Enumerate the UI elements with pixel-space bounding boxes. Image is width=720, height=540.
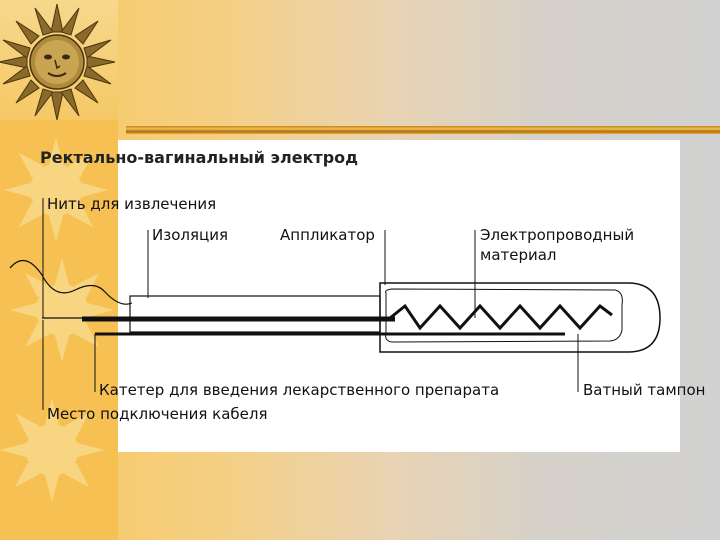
insulation-sleeve [129,295,381,333]
label-cable-connection: Место подключения кабеля [47,405,268,423]
label-insulation: Изоляция [152,226,228,244]
title-divider-bar [126,126,720,134]
pull-thread [9,259,133,305]
cotton-swab-outline [385,288,623,343]
label-cotton-swab: Ватный тампон [583,381,706,399]
label-catheter: Катетер для введения лекарственного преп… [99,381,500,399]
label-conductive-material-line2: материал [480,246,557,264]
label-pull-thread: Нить для извлечения [47,195,217,213]
label-applicator: Аппликатор [280,226,375,244]
label-conductive-material: Электропроводный [480,226,635,244]
conductive-zigzag [389,303,613,331]
sun-face-icon [0,3,116,121]
slide-title: Ректально-вагинальный электрод [40,148,359,167]
applicator-body [379,282,661,353]
